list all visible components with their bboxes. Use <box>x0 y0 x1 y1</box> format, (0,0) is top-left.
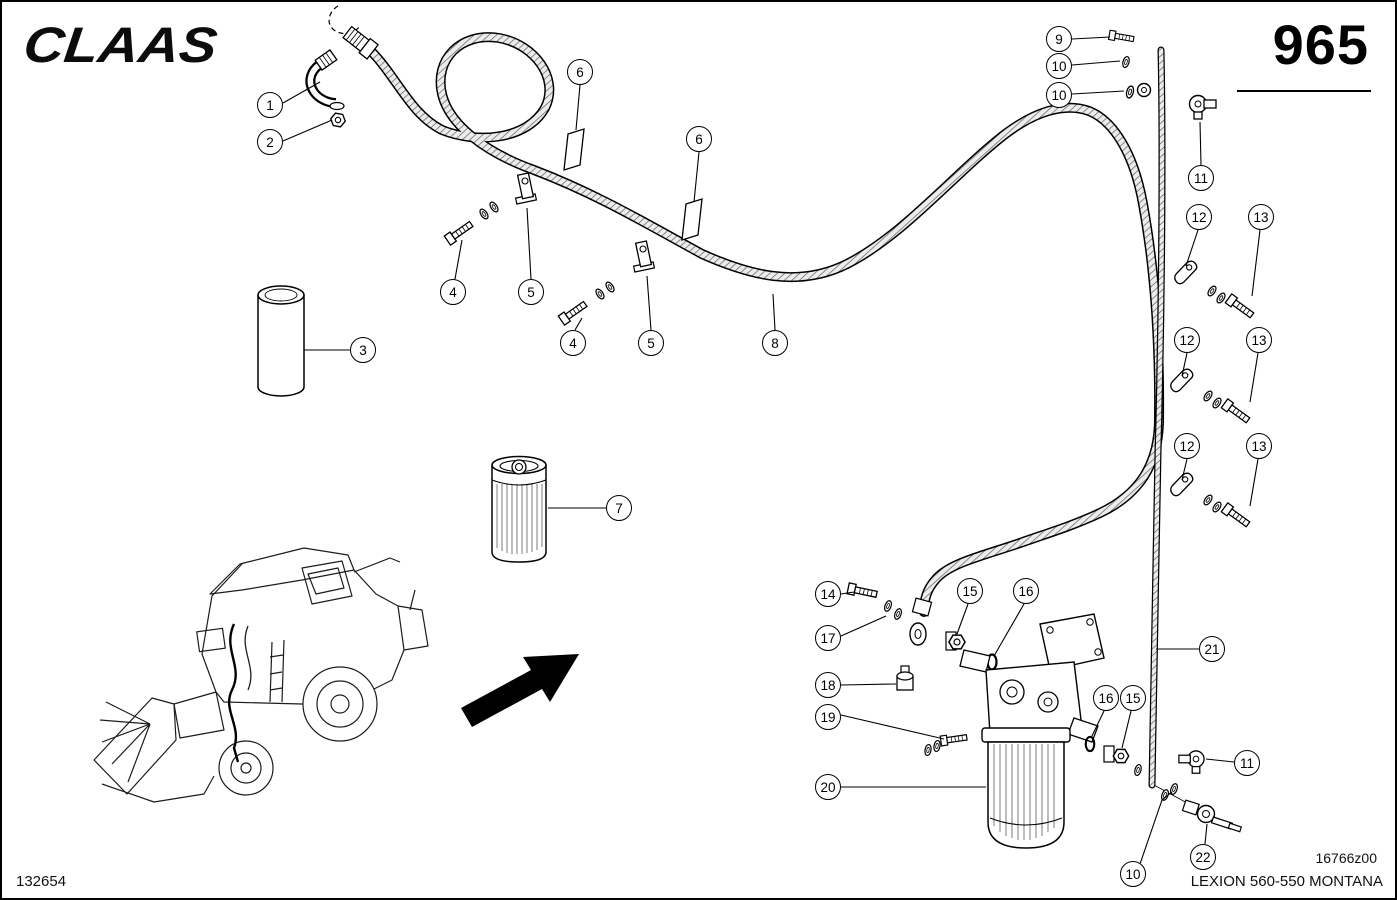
callout-5: 5 <box>638 330 664 356</box>
callout-17: 17 <box>815 625 841 651</box>
callout-7: 7 <box>606 495 632 521</box>
callout-12: 12 <box>1174 433 1200 459</box>
callout-12: 12 <box>1186 204 1212 230</box>
callout-1: 1 <box>257 92 283 118</box>
callout-10: 10 <box>1046 53 1072 79</box>
fuel-hose <box>365 32 1165 617</box>
callout-15: 15 <box>1120 685 1146 711</box>
callout-6: 6 <box>686 126 712 152</box>
page-number-rule <box>1237 90 1371 92</box>
callout-22: 22 <box>1190 844 1216 870</box>
combine-harvester-sketch <box>93 547 429 803</box>
callout-11: 11 <box>1188 165 1214 191</box>
callout-6: 6 <box>567 59 593 85</box>
callout-16: 16 <box>1093 685 1119 711</box>
callout-3: 3 <box>350 337 376 363</box>
callout-4: 4 <box>560 330 586 356</box>
callout-15: 15 <box>957 578 983 604</box>
outlet-hardware <box>1084 735 1143 777</box>
callout-5: 5 <box>518 279 544 305</box>
callout-11: 11 <box>1234 750 1260 776</box>
drawing-code: 16766z00 <box>1315 850 1377 866</box>
hose-clamp-5b <box>632 240 656 273</box>
filter-head <box>959 613 1105 743</box>
document-number: 132654 <box>16 873 67 890</box>
hose-end-fitting <box>328 5 380 60</box>
callout-9: 9 <box>1046 26 1072 52</box>
spin-on-filter-7 <box>491 455 547 563</box>
elbow-fitting-1 <box>305 49 348 129</box>
callout-12: 12 <box>1174 327 1200 353</box>
callout-14: 14 <box>815 581 841 607</box>
vent-plug-18 <box>896 665 914 691</box>
callout-10: 10 <box>1120 861 1146 887</box>
callout-21: 21 <box>1199 636 1225 662</box>
fuel-return-pipe <box>1148 46 1166 789</box>
callout-13: 13 <box>1246 327 1272 353</box>
drain-valve-22 <box>1153 782 1243 833</box>
callout-8: 8 <box>762 330 788 356</box>
callout-16: 16 <box>1013 578 1039 604</box>
model-caption: LEXION 560-550 MONTANA <box>1190 873 1383 890</box>
leader-lines <box>282 36 1261 865</box>
hose-inlet-hardware <box>846 582 998 671</box>
callout-13: 13 <box>1246 433 1272 459</box>
callout-18: 18 <box>815 672 841 698</box>
callout-19: 19 <box>815 704 841 730</box>
banjo-bolt-9 <box>1107 29 1152 100</box>
retainer-tabs <box>563 128 703 241</box>
direction-arrow <box>461 654 579 727</box>
callout-4: 4 <box>440 279 466 305</box>
callout-10: 10 <box>1046 82 1072 108</box>
hose-clamp-5a <box>514 172 538 205</box>
filter-bowl-20 <box>981 727 1071 849</box>
callout-2: 2 <box>257 129 283 155</box>
callout-20: 20 <box>815 774 841 800</box>
protective-sleeve-3 <box>257 285 305 397</box>
callout-13: 13 <box>1248 204 1274 230</box>
page-number: 965 <box>1272 13 1369 76</box>
